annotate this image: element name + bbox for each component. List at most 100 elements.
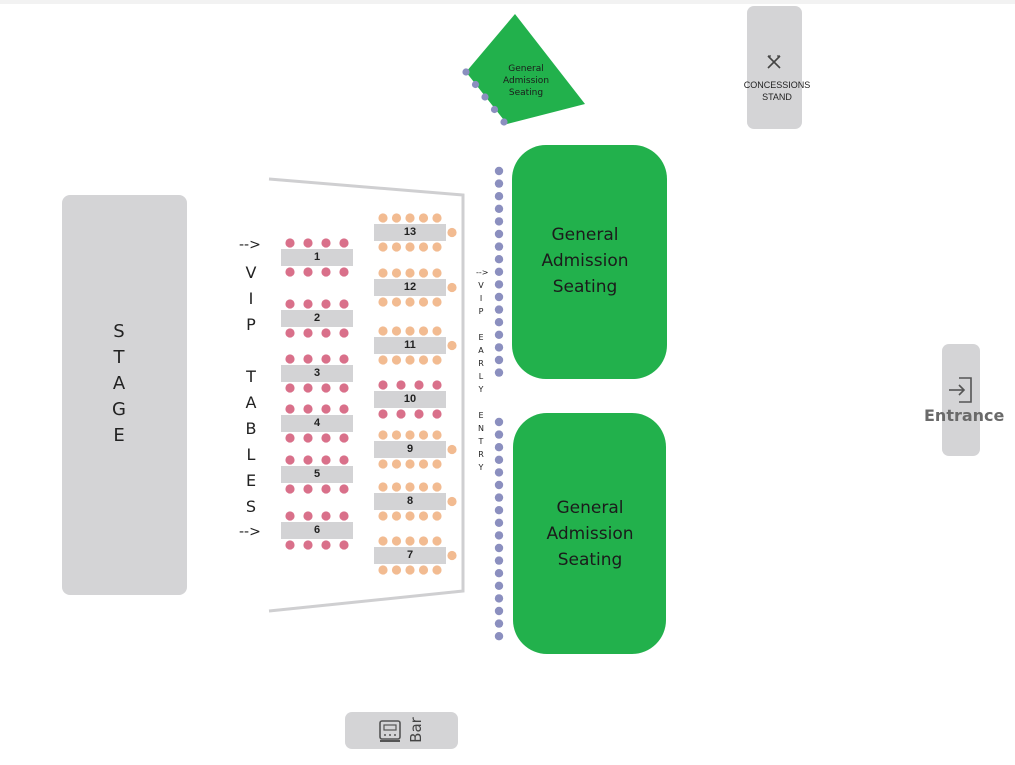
table-top <box>374 391 446 408</box>
ga-chair <box>494 255 504 264</box>
seat <box>339 238 349 248</box>
vip-table-5 <box>281 455 353 494</box>
ga-chair <box>494 606 504 616</box>
seat <box>447 444 457 455</box>
seat <box>339 383 349 393</box>
enter-icon <box>949 377 972 403</box>
vip-table-1 <box>281 238 353 277</box>
seat <box>339 455 349 465</box>
seat <box>418 268 429 278</box>
seat <box>303 267 313 277</box>
vip-letter-2: P <box>246 315 256 334</box>
ga-upper-line-3: Seating <box>552 277 618 297</box>
table-number: 8 <box>406 494 414 507</box>
vip-area-outline <box>268 177 465 613</box>
seat <box>378 242 388 252</box>
seat <box>405 536 415 546</box>
seat <box>303 433 313 443</box>
seat <box>303 299 313 309</box>
seat <box>447 550 457 561</box>
seat <box>321 484 331 494</box>
ga-chair <box>494 619 504 628</box>
seat <box>447 496 457 507</box>
seat <box>405 297 415 307</box>
table-number: 4 <box>313 416 321 429</box>
seat <box>321 328 331 338</box>
table-number: 1 <box>313 250 321 263</box>
vip-letter-4: T <box>246 367 256 386</box>
seat <box>432 326 442 336</box>
seat <box>391 268 402 278</box>
seat <box>405 459 415 469</box>
early-entry-letter-4: E <box>478 333 484 342</box>
seat <box>378 511 388 521</box>
seat <box>285 383 295 393</box>
vip-table-2 <box>281 299 353 338</box>
early-entry-letter-11: N <box>478 424 484 433</box>
stage-letter-1: T <box>113 347 125 368</box>
seat <box>432 536 442 546</box>
ga-chair <box>494 242 504 251</box>
seat <box>321 238 331 248</box>
ga-chair <box>494 292 504 302</box>
vip-arrow-top: --> <box>239 237 261 253</box>
seat <box>432 459 442 469</box>
entrance-label: Entrance <box>924 406 1005 425</box>
seat <box>321 511 331 521</box>
seat <box>303 404 313 414</box>
seat <box>378 565 388 575</box>
seat <box>391 536 402 546</box>
seat <box>285 328 295 338</box>
seat <box>432 355 442 365</box>
seat <box>303 238 313 248</box>
table-top <box>374 441 446 458</box>
table-top <box>281 365 353 382</box>
seat <box>303 484 313 494</box>
early-entry-arrow: --> <box>476 268 489 277</box>
seat <box>396 409 406 419</box>
ga-lower-line-2: Admission <box>546 524 634 544</box>
seat <box>378 380 388 390</box>
seat <box>285 511 295 521</box>
ga-top-line-3: Seating <box>508 88 544 98</box>
seat <box>414 409 424 419</box>
ga-chair <box>494 217 504 226</box>
seat <box>405 268 415 278</box>
seat <box>321 540 331 550</box>
table-number: 3 <box>313 366 321 379</box>
ga-chair <box>500 118 508 126</box>
vip-letter-9: S <box>245 497 257 516</box>
seat <box>378 297 388 307</box>
seat <box>391 511 402 521</box>
table-top <box>374 493 446 510</box>
seat <box>339 267 349 277</box>
ga-lower-label: General Admission Seating <box>530 495 650 573</box>
seat <box>391 297 402 307</box>
early-entry-letter-14: Y <box>478 463 484 472</box>
seat <box>418 459 429 469</box>
ga-chair <box>494 543 504 553</box>
ga-chair <box>494 506 504 515</box>
ga-chair <box>494 355 504 365</box>
seat <box>432 409 442 419</box>
ga-chair <box>494 267 504 276</box>
table-12 <box>374 268 457 307</box>
seat <box>391 430 402 440</box>
table-number: 2 <box>313 311 321 324</box>
seat <box>391 482 402 492</box>
ga-chair <box>494 305 504 314</box>
seat <box>285 484 295 494</box>
seat <box>303 328 313 338</box>
ga-upper-label: General Admission Seating <box>525 222 645 300</box>
ga-top-line-1: General <box>508 64 544 74</box>
concessions-stand <box>747 6 802 129</box>
ga-top-line-2: Admission <box>502 76 550 86</box>
seat <box>339 433 349 443</box>
vip-table-6 <box>281 511 353 550</box>
early-entry-letter-2: P <box>478 307 484 316</box>
seat <box>321 267 331 277</box>
seat <box>321 299 331 309</box>
seat <box>396 380 406 390</box>
seat <box>285 404 295 414</box>
seat <box>432 213 442 223</box>
